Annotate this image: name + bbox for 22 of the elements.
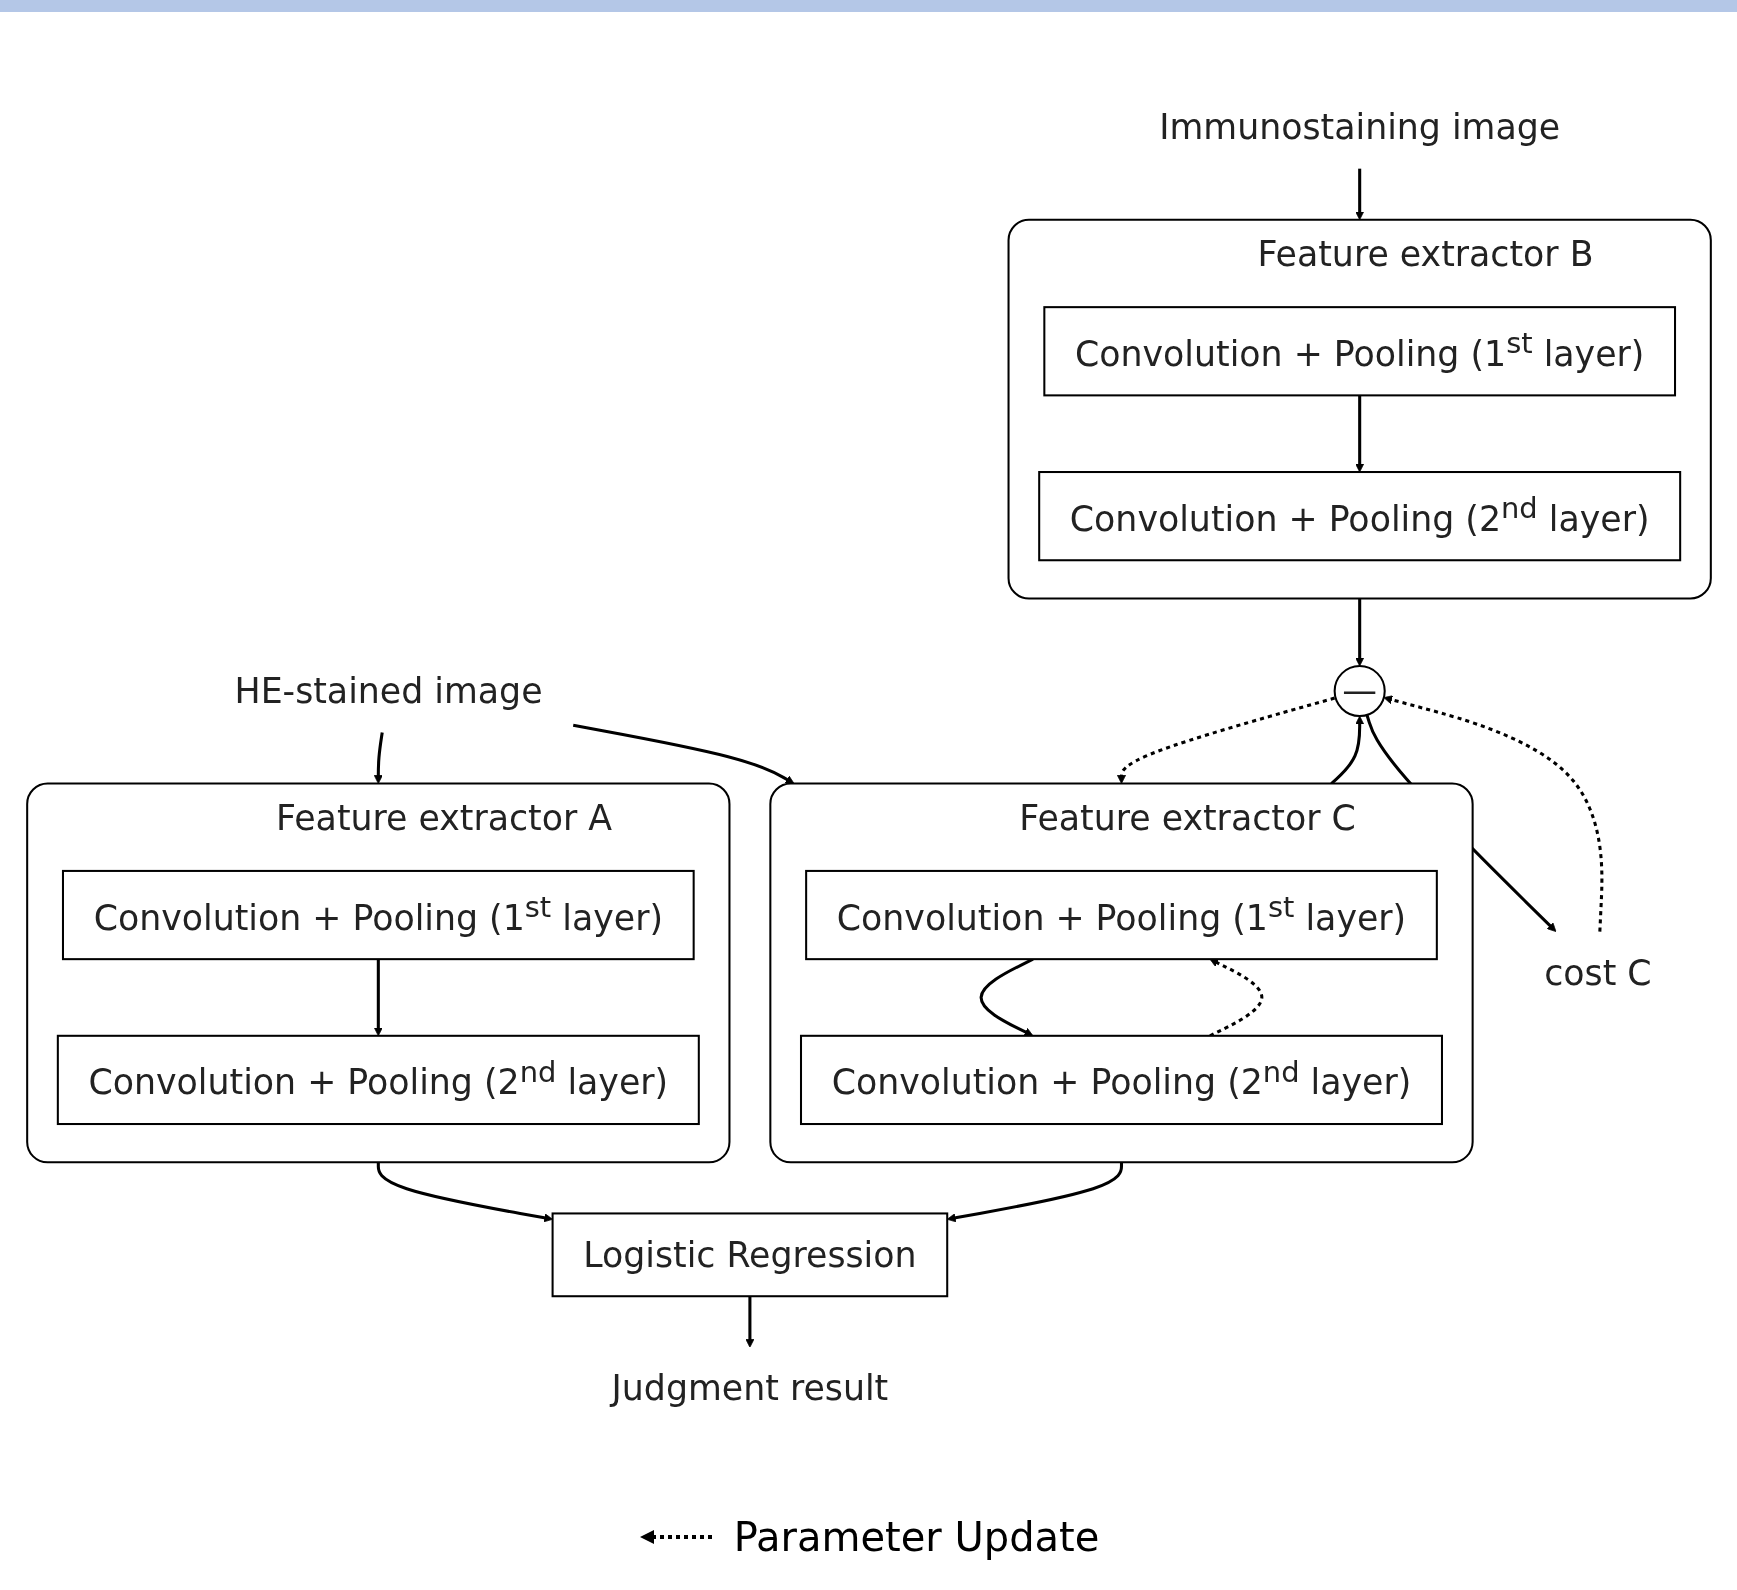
node-text: Judgment result: [611, 1367, 888, 1409]
arrow: [1382, 695, 1603, 932]
arrow: [946, 1162, 1123, 1223]
node-box: Convolution + Pooling (1$^{st}$ layer): [804, 869, 1438, 961]
node-box: Convolution + Pooling (2$^{nd}$ layer): [1037, 471, 1681, 562]
arrow: [1354, 395, 1364, 473]
node-text: Immunostaining image: [1158, 106, 1560, 148]
node-box: Logistic Regression: [551, 1212, 948, 1298]
node-box: Convolution + Pooling (1$^{st}$ layer): [1042, 306, 1676, 397]
node-text: cost C: [1543, 952, 1652, 993]
arrow: [572, 723, 794, 784]
arrow: [373, 732, 384, 784]
arrow: [376, 1162, 553, 1223]
node-circle: —: [1333, 665, 1386, 718]
node-box: Convolution + Pooling (2$^{nd}$ layer): [56, 1034, 700, 1126]
legend-text: Parameter Update: [733, 1514, 1100, 1560]
node-box: Convolution + Pooling (1$^{st}$ layer): [61, 869, 695, 961]
arrow: [744, 1296, 754, 1348]
arrow: [1116, 696, 1335, 784]
arrow: [1354, 598, 1364, 667]
node-box: Convolution + Pooling (2$^{nd}$ layer): [799, 1034, 1443, 1126]
node-text: HE-stained image: [234, 670, 543, 711]
